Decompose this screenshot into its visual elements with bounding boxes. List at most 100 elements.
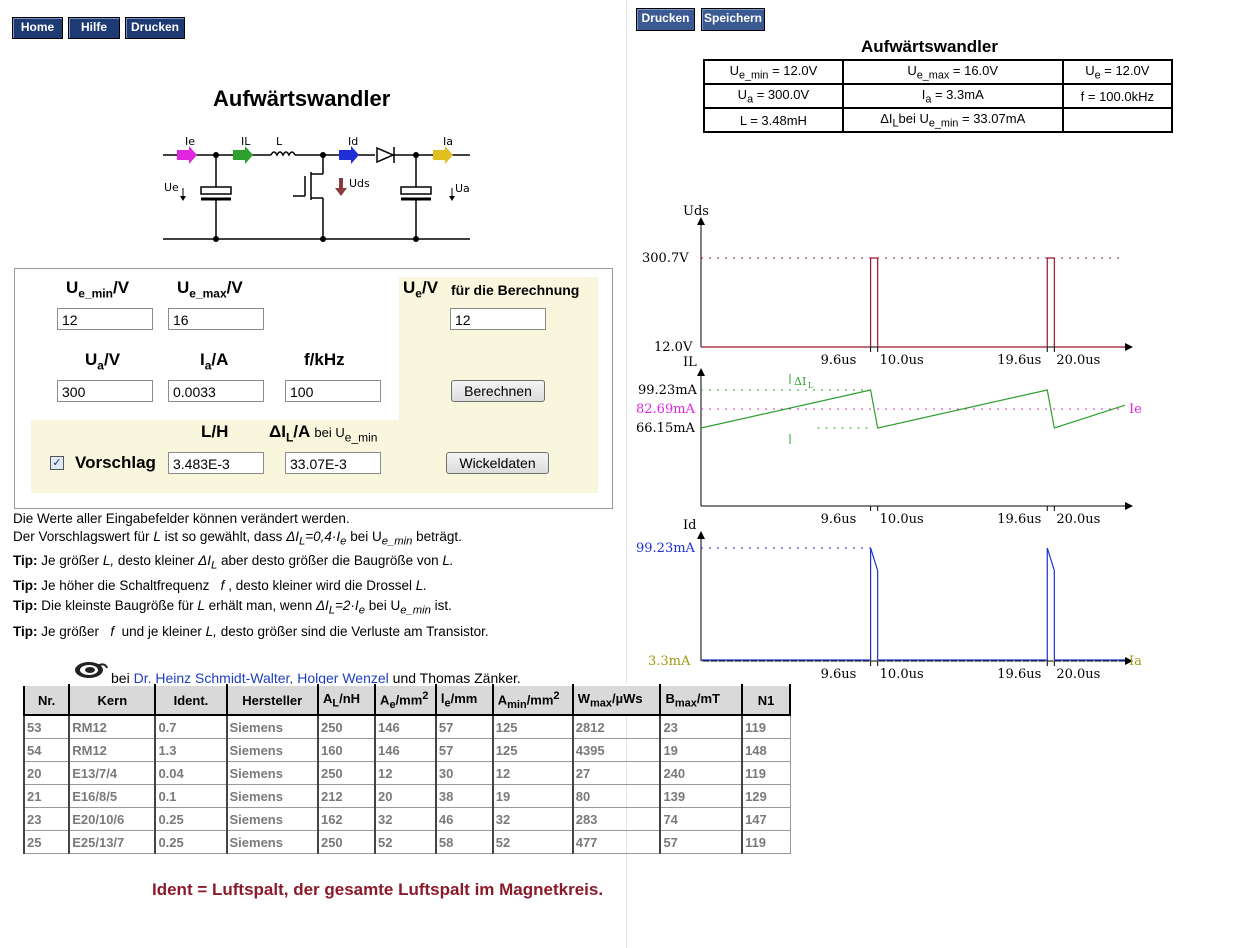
uds-arrow-icon — [335, 178, 347, 196]
table-cell: 25 — [22, 830, 70, 854]
table-cell: 27 — [571, 761, 661, 785]
table-cell: 250 — [316, 830, 376, 854]
table-cell: 146 — [374, 714, 437, 739]
result-cell: Ue_min = 12.0V — [703, 59, 844, 85]
table-cell: 2812 — [571, 714, 661, 739]
f-input[interactable]: 100 — [285, 380, 381, 402]
table-cell: 53 — [22, 714, 70, 739]
home-button[interactable]: Home — [12, 17, 63, 39]
table-cell: 0.1 — [154, 784, 228, 808]
table-cell: 160 — [316, 738, 376, 762]
table-cell: E16/8/5 — [68, 784, 156, 808]
drucken-right-button[interactable]: Drucken — [636, 8, 695, 31]
table-cell: 162 — [316, 807, 376, 831]
x-arrow-icon — [1125, 657, 1133, 665]
result-cell: ΔILbei Ue_min = 33.07mA — [841, 107, 1064, 133]
credits: bei Dr. Heinz Schmidt-Walter, Holger Wen… — [111, 670, 521, 686]
wickeldaten-button[interactable]: Wickeldaten — [446, 452, 549, 474]
table-cell: 0.25 — [154, 807, 228, 831]
table-cell: 4395 — [571, 738, 661, 762]
ie-arrow-icon — [177, 146, 197, 164]
ue-note: für die Berechnung — [451, 282, 580, 298]
table-header-0: Nr. — [22, 684, 71, 716]
ia-legend-label: Ia — [1129, 654, 1142, 669]
axis-label: IL — [683, 355, 697, 370]
info-line-1: Die Werte aller Eingabefelder können ver… — [13, 511, 350, 526]
authors-link[interactable]: Dr. Heinz Schmidt-Walter, Holger Wenzel — [133, 670, 389, 686]
l-input[interactable]: 3.483E-3 — [168, 452, 264, 474]
table-cell: 32 — [491, 807, 574, 831]
table-cell: 119 — [741, 714, 791, 739]
table-cell: Siemens — [225, 738, 319, 762]
table-header-8: Wmax/µWs — [571, 684, 662, 716]
x-tick-label: 9.6us — [821, 353, 857, 368]
svg-text:Ue: Ue — [164, 181, 179, 194]
ia-input[interactable]: 0.0033 — [168, 380, 264, 402]
ia-arrow-icon — [433, 146, 453, 164]
ue-min-label: Ue_min/V — [66, 278, 130, 301]
table-cell: 23 — [22, 807, 70, 831]
ie-legend-label: Ie — [1129, 402, 1142, 417]
ue-input[interactable]: 12 — [450, 308, 546, 330]
vorschlag-checkbox[interactable]: ✓ — [50, 456, 64, 470]
speichern-button[interactable]: Speichern — [701, 8, 765, 31]
x-tick-label: 19.6us — [997, 353, 1041, 368]
il-mean-label: 82.69mA — [636, 402, 696, 417]
table-cell: 477 — [571, 830, 661, 854]
table-cell: 23 — [659, 714, 743, 739]
logo-icon — [75, 662, 108, 678]
page-title: Aufwärtswandler — [213, 86, 391, 111]
table-cell: Siemens — [225, 761, 319, 785]
result-cell: L = 3.48mH — [703, 107, 844, 133]
table-cell: 20 — [22, 761, 70, 785]
drucken-button[interactable]: Drucken — [125, 17, 185, 39]
ue-min-input[interactable]: 12 — [57, 308, 153, 330]
table-cell: 19 — [659, 738, 743, 762]
y-arrow-icon — [697, 368, 705, 376]
id-series — [701, 547, 1125, 661]
table-cell: 30 — [434, 761, 494, 785]
il-min-label: 66.15mA — [636, 421, 696, 436]
hilfe-button[interactable]: Hilfe — [68, 17, 120, 39]
table-cell: 21 — [22, 784, 70, 808]
table-header-7: Amin/mm2 — [491, 684, 574, 716]
id-arrow-icon — [339, 146, 359, 164]
table-cell: Siemens — [225, 830, 319, 854]
table-cell: 38 — [434, 784, 494, 808]
ue-max-input[interactable]: 16 — [168, 308, 264, 330]
table-cell: 212 — [316, 784, 376, 808]
table-cell: 0.04 — [154, 761, 228, 785]
uds-series — [701, 257, 1125, 348]
ua-input[interactable]: 300 — [57, 380, 153, 402]
uds-min-label: 12.0V — [654, 340, 693, 355]
table-cell: 250 — [316, 761, 376, 785]
table-cell: 283 — [571, 807, 661, 831]
table-cell: E25/13/7 — [68, 830, 156, 854]
tip-3: Tip: Die kleinste Baugröße für L erhält … — [13, 598, 452, 617]
dil-input[interactable]: 33.07E-3 — [285, 452, 381, 474]
tip-1: Tip: Je größer L, desto kleiner ΔIL aber… — [13, 553, 454, 572]
table-cell: 146 — [374, 738, 437, 762]
uds-max-label: 300.7V — [642, 251, 689, 266]
table-cell: E13/7/4 — [68, 761, 156, 785]
tip-4: Tip: Je größer f und je kleiner L, desto… — [13, 624, 489, 639]
x-arrow-icon — [1125, 343, 1133, 351]
result-title: Aufwärtswandler — [861, 37, 998, 56]
axis-label: Uds — [683, 204, 709, 219]
x-tick-label: 19.6us — [997, 512, 1041, 527]
table-cell: 58 — [434, 830, 494, 854]
result-cell — [1061, 107, 1174, 133]
table-cell: 57 — [434, 714, 494, 739]
svg-text:Ia: Ia — [443, 135, 453, 148]
berechnen-button[interactable]: Berechnen — [451, 380, 545, 402]
table-header-5: Ae/mm2 — [374, 684, 437, 716]
table-header-3: Hersteller — [225, 684, 319, 716]
x-arrow-icon — [1125, 502, 1133, 510]
